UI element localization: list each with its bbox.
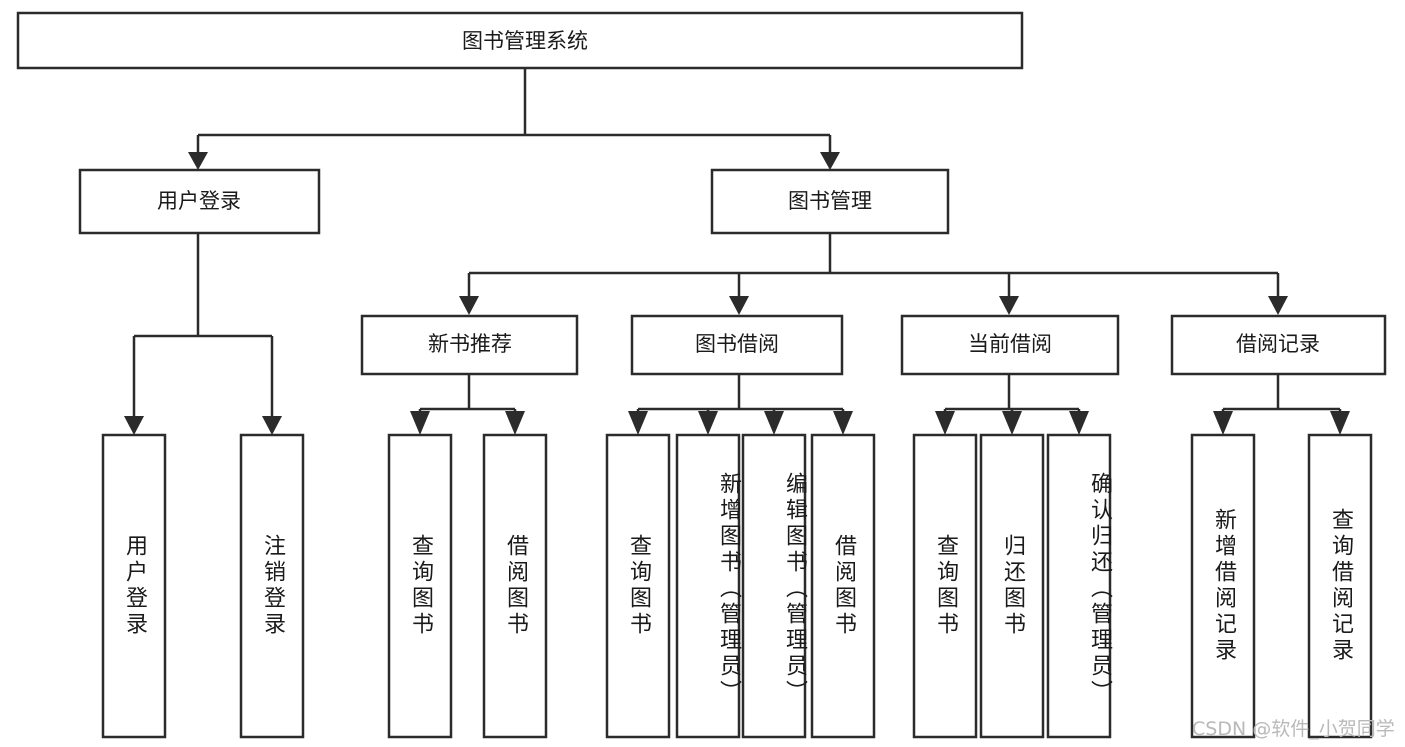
arrowhead-leaf-user-login [124, 416, 144, 435]
node-leaf-user-login-box[interactable] [101, 433, 167, 739]
arrowhead-leaf-query-record [1330, 411, 1350, 435]
node-current-borrow[interactable]: 当前借阅 [900, 314, 1120, 376]
node-leaf-borrow-book-1-box[interactable] [482, 433, 548, 739]
node-root-box[interactable] [16, 11, 1024, 70]
arrowhead-borrow-records [1268, 296, 1288, 315]
node-leaf-edit-book-box[interactable] [741, 433, 807, 739]
node-new-book-recommend[interactable]: 新书推荐 [360, 314, 579, 376]
arrowhead-leaf-edit-book [764, 411, 784, 435]
node-book-borrow-box[interactable] [630, 314, 844, 376]
node-leaf-add-record-box[interactable] [1190, 433, 1256, 739]
node-leaf-query-book-2-box[interactable] [605, 433, 671, 739]
edge-group-current-borrow [935, 374, 1089, 435]
node-book-borrow[interactable]: 图书借阅 [630, 314, 844, 376]
node-borrow-records-label: 借阅记录 [1236, 332, 1320, 356]
arrowhead-leaf-user-logout [262, 416, 282, 435]
node-borrow-records[interactable]: 借阅记录 [1170, 314, 1387, 376]
node-new-book-recommend-box[interactable] [360, 314, 579, 376]
watermark-text: CSDN @软件_小贺同学 [1192, 718, 1395, 740]
node-leaf-add-book-box[interactable] [675, 433, 741, 739]
edge-group-borrow-records [1213, 374, 1350, 435]
arrowhead-leaf-add-book [698, 411, 718, 435]
node-user-login-box[interactable] [78, 168, 321, 235]
node-new-book-recommend-label: 新书推荐 [428, 332, 512, 356]
node-current-borrow-box[interactable] [900, 314, 1120, 376]
node-user-login-label: 用户登录 [157, 189, 241, 213]
node-borrow-records-box[interactable] [1170, 314, 1387, 376]
arrowhead-leaf-query-book-2 [628, 411, 648, 435]
edge-group-book-borrow [628, 374, 853, 435]
node-book-manage[interactable]: 图书管理 [710, 168, 950, 235]
node-book-manage-box[interactable] [710, 168, 950, 235]
node-leaf-borrow-book-2-box[interactable] [810, 433, 876, 739]
node-leaf-query-record-box[interactable] [1307, 433, 1373, 739]
node-current-borrow-label: 当前借阅 [968, 332, 1052, 356]
arrowhead-leaf-borrow-book-2 [833, 411, 853, 435]
edge-group-book-manage [459, 233, 1288, 315]
arrowhead-leaf-confirm-return [1069, 411, 1089, 435]
arrowhead-leaf-query-book-1 [410, 411, 430, 435]
arrowhead-new-book-recommend [459, 296, 479, 315]
arrowhead-leaf-return-book [1002, 411, 1022, 435]
node-leaf-return-book-box[interactable] [979, 433, 1045, 739]
node-leaf-user-logout-box[interactable] [239, 433, 305, 739]
node-root[interactable]: 图书管理系统 [16, 11, 1024, 70]
node-leaf-query-book-3-box[interactable] [912, 433, 978, 739]
node-book-borrow-label: 图书借阅 [695, 332, 779, 356]
arrowhead-book-borrow [729, 296, 749, 315]
arrowhead-book-manage [820, 152, 840, 170]
arrowhead-leaf-add-record [1213, 411, 1233, 435]
arrowhead-leaf-query-book-3 [935, 411, 955, 435]
arrowhead-leaf-borrow-book-1 [505, 411, 525, 435]
node-root-label: 图书管理系统 [462, 29, 588, 53]
edge-group-new-book-recommend [410, 374, 525, 435]
node-leaf-query-book-1-box[interactable] [387, 433, 453, 739]
node-user-login[interactable]: 用户登录 [78, 168, 321, 235]
arrowhead-current-borrow [999, 296, 1019, 315]
node-book-manage-label: 图书管理 [788, 189, 872, 213]
arrowhead-user-login [188, 152, 208, 170]
edge-group-root [188, 68, 840, 170]
edge-group-user-login [124, 233, 282, 435]
node-leaf-confirm-return-box[interactable] [1046, 433, 1112, 739]
